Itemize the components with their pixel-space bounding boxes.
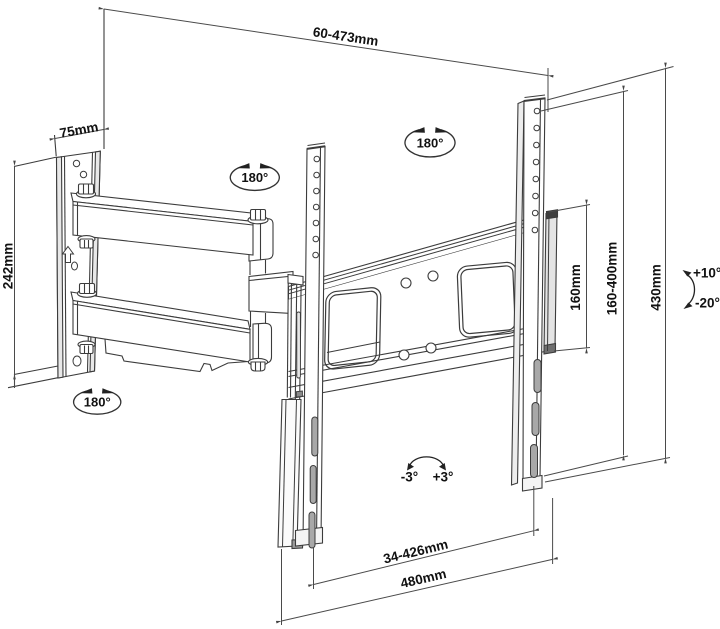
svg-text:160-400mm: 160-400mm: [605, 242, 620, 316]
svg-text:34-426mm: 34-426mm: [382, 537, 450, 567]
svg-text:+3°: +3°: [433, 470, 454, 485]
svg-text:+10°: +10°: [693, 266, 720, 281]
svg-text:-20°: -20°: [695, 296, 720, 311]
svg-text:75mm: 75mm: [58, 119, 99, 141]
svg-text:180°: 180°: [84, 395, 111, 410]
svg-text:180°: 180°: [241, 170, 268, 185]
svg-text:242mm: 242mm: [1, 243, 16, 290]
svg-text:180°: 180°: [417, 135, 444, 150]
svg-text:-3°: -3°: [401, 470, 418, 485]
svg-text:160mm: 160mm: [568, 264, 583, 311]
svg-text:430mm: 430mm: [649, 264, 664, 311]
svg-text:480mm: 480mm: [399, 566, 448, 591]
